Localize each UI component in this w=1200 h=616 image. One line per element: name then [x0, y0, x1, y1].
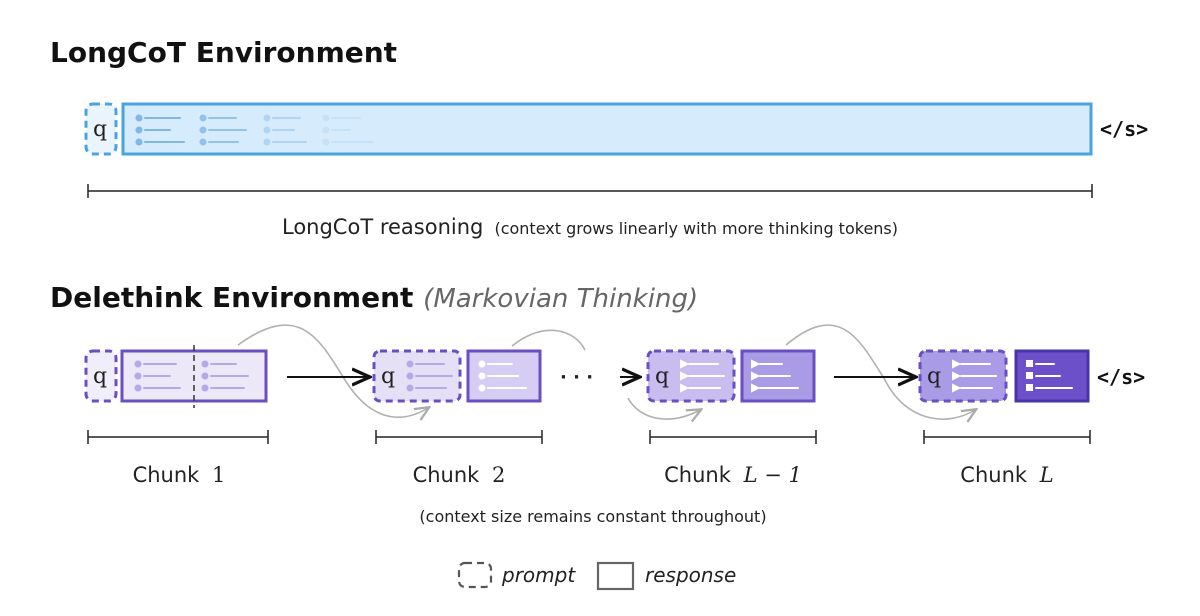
chunk-ellipsis: · · · — [560, 367, 593, 388]
chunk-lminus1-block: q — [646, 349, 816, 403]
longcot-end-token: </s> — [1100, 117, 1148, 141]
longcot-prompt-symbol: q — [93, 117, 107, 142]
carryover-curve-4 — [785, 324, 975, 419]
chunk-lminus1-text-lines-icon — [751, 359, 799, 393]
chunk-l-prompt-symbol: q — [927, 364, 941, 389]
chunk-2-block: q — [372, 349, 542, 403]
longcot-text-lines-icon — [135, 114, 373, 146]
legend-prompt-swatch — [457, 561, 493, 589]
carryover-curve-3-in — [627, 397, 700, 419]
longcot-title: LongCoT Environment — [50, 36, 398, 69]
longcot-prompt-box — [84, 102, 118, 156]
constant-context-note: (context size remains constant throughou… — [419, 507, 766, 526]
chunk-1-block: q — [84, 345, 268, 408]
chunk-1-prompt-symbol: q — [93, 364, 107, 389]
chunk-brackets — [87, 430, 1091, 444]
chunk-1-label: Chunk 1 — [133, 463, 226, 487]
chunk-l-text-lines-icon — [1026, 360, 1073, 391]
chunk-l-carry-lines-icon — [952, 359, 997, 393]
longcot-reasoning-note: (context grows linearly with more thinki… — [494, 219, 898, 238]
delethink-title: Delethink Environment (Markovian Thinkin… — [50, 281, 698, 314]
delethink-row: q q — [84, 324, 1145, 526]
chunk-1-prompt-box — [84, 349, 118, 403]
legend-response-swatch — [596, 561, 635, 591]
delethink-subtitle: (Markovian Thinking) — [423, 284, 699, 314]
chunk-2-label: Chunk 2 — [413, 463, 506, 487]
longcot-reasoning-label: LongCoT reasoning — [282, 215, 483, 239]
carryover-curve-2 — [511, 329, 586, 351]
legend: prompt response — [457, 561, 736, 591]
chunk-2-bracket — [375, 430, 543, 444]
chunk-2-text-lines-icon — [478, 360, 527, 392]
chunk-2-carry-lines-icon — [406, 360, 453, 392]
chunk-1-text-lines-icon — [134, 360, 249, 392]
chunk-l-label: Chunk L — [960, 463, 1053, 487]
chunk-lminus1-label: Chunk L − 1 — [664, 463, 802, 487]
legend-response-label: response — [645, 563, 736, 587]
chunk-2-index: 2 — [492, 463, 505, 487]
longcot-span-bracket — [87, 184, 1093, 198]
chunk-2-prompt-symbol: q — [381, 364, 395, 389]
chunk-l-block: q — [918, 349, 1090, 403]
delethink-title-main: Delethink Environment — [50, 281, 414, 314]
chunk-lminus1-carry-lines-icon — [680, 359, 725, 393]
chunk-l-index: L — [1039, 463, 1054, 487]
chunk-l-word: Chunk — [960, 463, 1028, 487]
legend-prompt-label: prompt — [501, 563, 576, 587]
delethink-end-token: </s> — [1097, 365, 1145, 389]
longcot-row: q </s> — [84, 102, 1148, 239]
chunk-lminus1-index: L − 1 — [743, 463, 802, 487]
chunk-lminus1-bracket — [649, 430, 817, 444]
chunk-1-index: 1 — [212, 463, 225, 487]
chunk-2-word: Chunk — [413, 463, 481, 487]
chunk-1-word: Chunk — [133, 463, 201, 487]
chunk-l-bracket — [923, 430, 1091, 444]
chunk-lminus1-word: Chunk — [664, 463, 732, 487]
carryover-curve-1 — [237, 324, 428, 417]
longcot-reasoning-caption: LongCoT reasoning (context grows linearl… — [282, 215, 898, 239]
chunk-1-bracket — [87, 430, 269, 444]
chunk-lminus1-prompt-symbol: q — [655, 364, 669, 389]
